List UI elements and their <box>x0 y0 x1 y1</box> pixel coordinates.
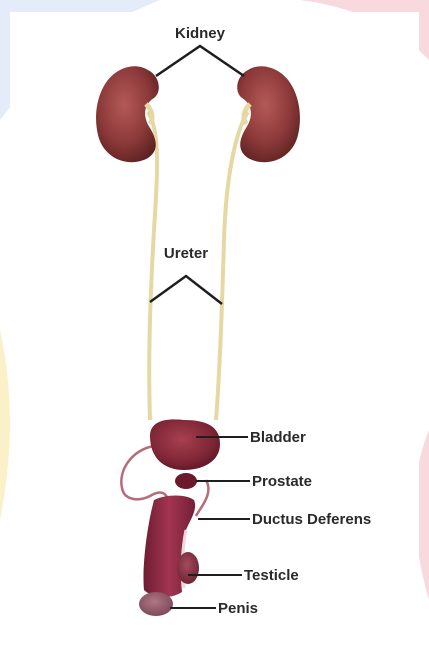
ureter-label: Ureter <box>164 245 208 262</box>
testicle-label: Testicle <box>244 567 299 584</box>
prostate <box>175 473 197 489</box>
kidney-leader-line <box>156 46 244 76</box>
penis-label: Penis <box>218 600 258 617</box>
ureter-leader-line <box>150 276 222 304</box>
bladder <box>150 419 220 470</box>
ductus-deferens-right <box>196 480 208 516</box>
prostate-label: Prostate <box>252 473 312 490</box>
right-ureter <box>216 112 248 420</box>
ductus-deferens-label: Ductus Deferens <box>252 511 371 528</box>
kidney-label: Kidney <box>175 25 226 42</box>
glans <box>139 592 173 616</box>
left-ureter <box>148 112 157 420</box>
bladder-label: Bladder <box>250 429 306 446</box>
testicle <box>177 552 199 584</box>
